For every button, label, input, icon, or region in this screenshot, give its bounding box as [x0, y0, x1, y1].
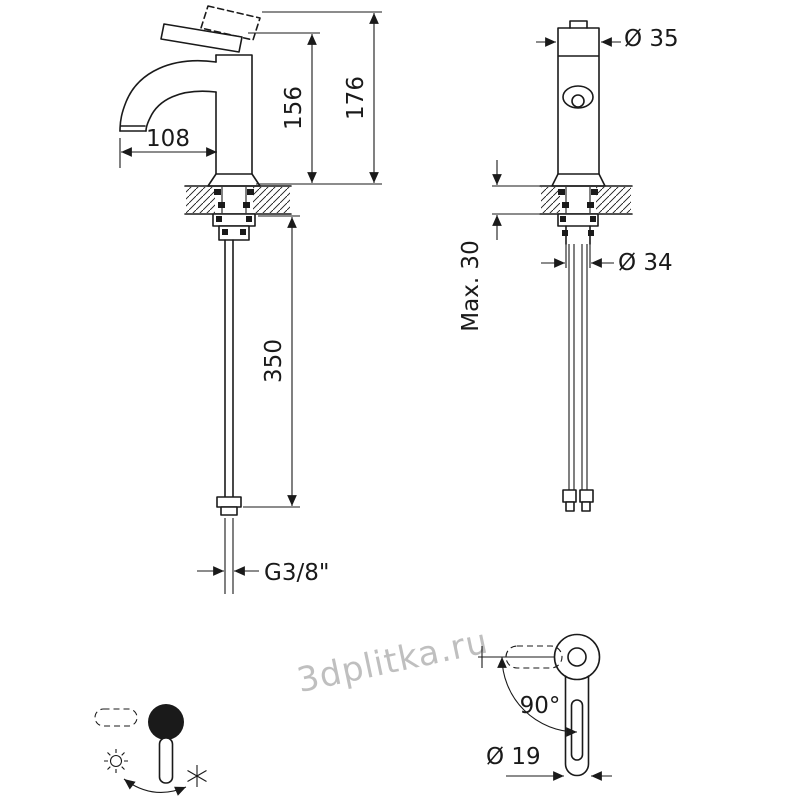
deck-front — [184, 185, 292, 215]
supply-hoses-side — [557, 213, 599, 512]
pipe-end-fitting — [216, 496, 242, 508]
shank-cutout-side — [560, 187, 596, 213]
spout-outlet — [119, 125, 147, 132]
base-flange-front — [207, 173, 261, 187]
aerator-circle — [571, 94, 585, 108]
rotation-double-arrow — [123, 778, 187, 796]
extension-lines — [565, 244, 591, 268]
handle-lever-solid — [160, 23, 243, 53]
supply-pipe-lines — [224, 239, 234, 498]
hose-tip-left — [565, 501, 575, 512]
dim-rotation-angle-label: 90° — [520, 693, 561, 719]
shank-lines-side — [565, 187, 591, 213]
dim-body-diameter-label: Ø 35 — [624, 26, 679, 52]
hose-fitting-left — [562, 489, 577, 503]
spout — [119, 60, 217, 132]
deck-side — [539, 185, 633, 215]
dim-handle-diameter-label: Ø 19 — [486, 744, 541, 770]
dim-spout-height-label: 156 — [281, 86, 307, 130]
dim-hose-length: 350 — [243, 215, 300, 508]
handle-raised-dashed-outline — [200, 5, 261, 41]
dim-spout-reach-label: 108 — [146, 126, 190, 152]
handle-hub-inner — [567, 647, 587, 667]
watermark-text: 3dplitka.ru — [294, 621, 492, 701]
dim-thread-label: G3/8" — [264, 560, 329, 586]
hot-sun-icon — [104, 749, 128, 773]
shank-lines-front — [221, 187, 247, 213]
watermark: 3dplitka.ru — [294, 621, 492, 701]
hose-tip-right — [581, 501, 591, 512]
faucet-body-side — [551, 20, 606, 187]
side-view: Ø 35 Max. 30 Ø 34 — [458, 20, 679, 512]
cold-snowflake-icon — [187, 765, 207, 787]
dim-hose-length-label: 350 — [261, 339, 287, 383]
handle-stem-slot — [570, 699, 584, 761]
handle-hub-outer — [553, 633, 601, 681]
dim-hole-diameter-label: Ø 34 — [618, 250, 673, 276]
handle-rotation-detail: 90° Ø 19 — [478, 633, 612, 781]
extension-lines — [492, 185, 545, 215]
front-view: 108 156 176 350 G3/8" — [119, 5, 382, 594]
mounting-nut-side — [557, 213, 599, 227]
dim-total-height: 176 — [256, 11, 382, 185]
hose-lines — [568, 244, 588, 490]
extension-lines — [224, 518, 234, 594]
extension-lines — [256, 11, 382, 185]
extension-lines — [243, 215, 300, 508]
spout-opening-oval — [562, 85, 594, 109]
spout-inner-curve — [145, 90, 217, 132]
dim-max-thickness-label: Max. 30 — [458, 240, 484, 331]
dim-hole-diameter: Ø 34 — [541, 244, 673, 276]
dim-connection-thread: G3/8" — [197, 518, 329, 594]
temperature-mixer-icon — [94, 704, 207, 796]
base-flange-side — [551, 173, 606, 187]
body-outline-right — [215, 54, 253, 175]
faucet-body-front — [207, 54, 261, 187]
dim-handle-diameter: Ø 19 — [486, 744, 612, 781]
mixer-knob — [148, 704, 184, 740]
dim-spout-reach: 108 — [119, 126, 217, 168]
mixer-handle-dashed-position — [94, 708, 138, 727]
handle-top-notch — [569, 20, 588, 29]
rotation-arc — [497, 656, 578, 737]
dim-body-diameter: Ø 35 — [536, 26, 679, 52]
supply-pipe-front — [212, 213, 256, 516]
dim-total-height-label: 176 — [343, 76, 369, 120]
pipe-end-tip — [220, 506, 238, 516]
handle-lever-front — [160, 5, 261, 53]
threaded-shank-side — [565, 225, 591, 245]
dim-spout-height: 156 — [248, 32, 320, 183]
mixer-stem — [158, 737, 174, 784]
hose-fitting-right — [579, 489, 594, 503]
dim-max-thickness: Max. 30 — [458, 160, 545, 332]
spout-outer-curve — [119, 60, 217, 132]
body-outline-side — [557, 27, 600, 175]
shank-cutout-front — [215, 187, 253, 213]
